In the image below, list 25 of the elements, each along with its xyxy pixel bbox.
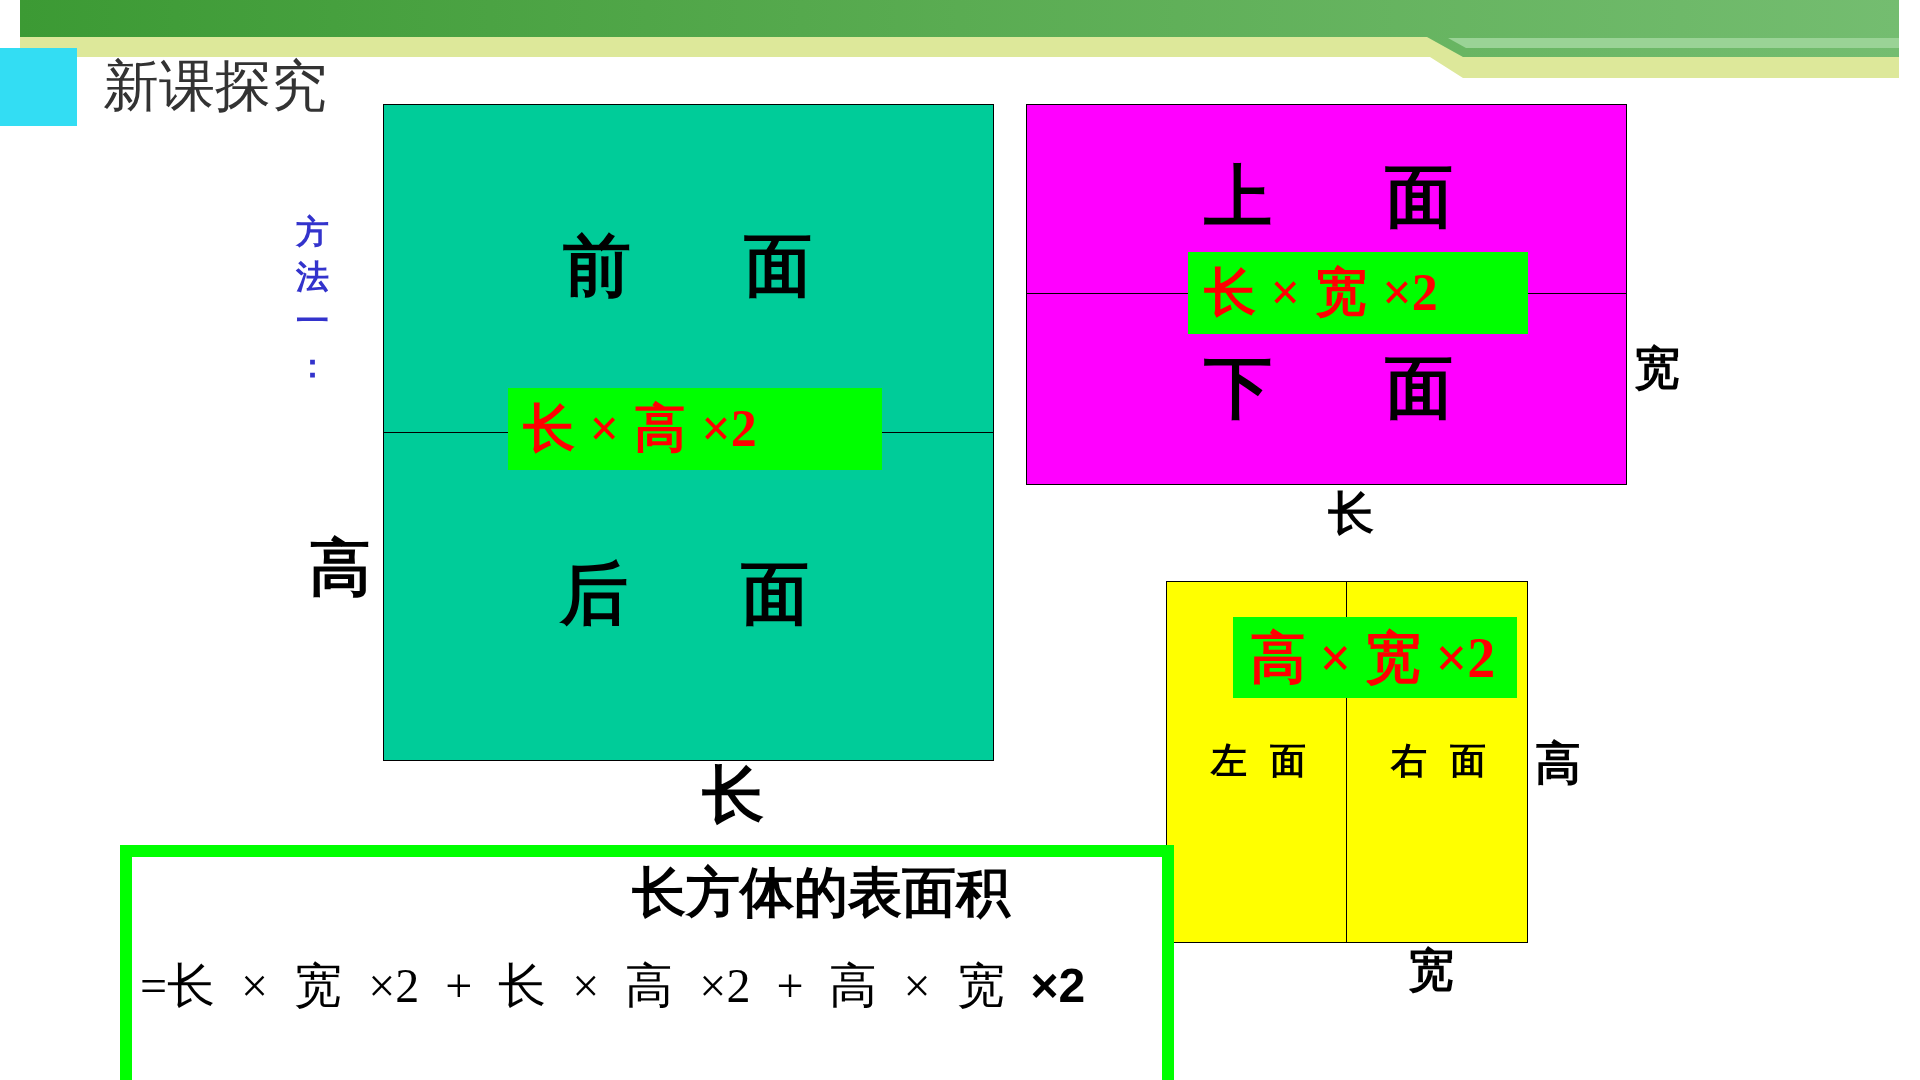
- formula-box: [120, 845, 1174, 1080]
- formula-tag: [1232, 616, 1517, 698]
- face-name: 右 面: [1390, 742, 1486, 779]
- formula-text: 高 × 宽 ×2: [1249, 629, 1496, 686]
- face-name: 左 面: [1210, 742, 1306, 779]
- dimension-label: 长: [1328, 491, 1374, 537]
- formula-tag: [507, 387, 882, 470]
- face-panel: [1026, 104, 1627, 485]
- face-name: 前 面: [562, 231, 812, 300]
- dimension-label: 宽: [1634, 346, 1680, 392]
- formula-text: 长 × 宽 ×2: [1203, 266, 1438, 319]
- face-name: 上 面: [1203, 162, 1453, 231]
- face-name: 下 面: [1203, 353, 1453, 422]
- face-panel: [383, 104, 994, 761]
- slide-title: 新课探究: [103, 58, 327, 114]
- formula-text: 长 × 高 ×2: [522, 402, 757, 455]
- face-panel: [1166, 581, 1528, 943]
- formula-tag: [1187, 251, 1528, 334]
- dimension-label: 高: [1535, 741, 1581, 787]
- face-name: 后 面: [559, 559, 809, 628]
- formula-line: =长 × 宽 ×2 + 长 × 高 ×2 + 高 × 宽 ×2: [140, 958, 1087, 1014]
- dimension-label: 宽: [1408, 948, 1454, 994]
- dimension-label: 高: [309, 537, 371, 599]
- box-heading: 长方体的表面积: [632, 866, 1010, 920]
- method-label: 方法一：: [296, 212, 330, 386]
